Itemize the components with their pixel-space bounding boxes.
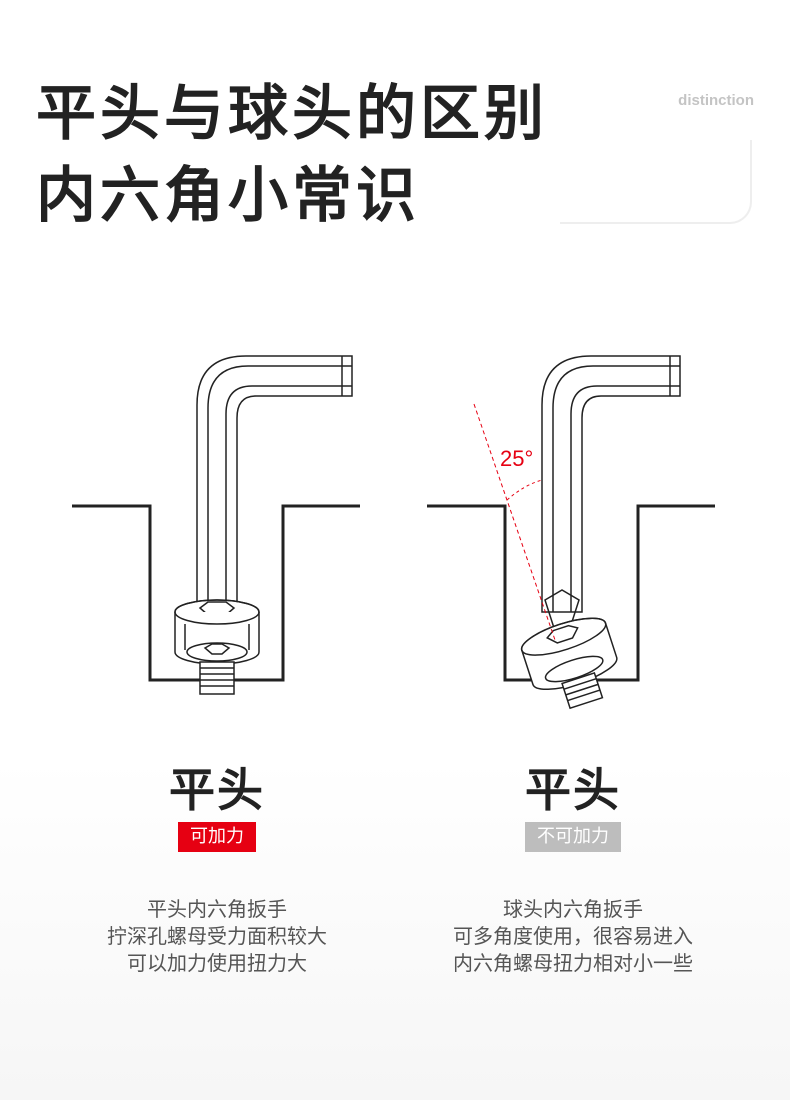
ball-head-illustration: 25° [427, 355, 715, 710]
flat-head-desc-line-1: 平头内六角扳手 [147, 897, 287, 921]
page-title-line-1: 平头与球头的区别 [36, 79, 548, 149]
ball-head-title: 平头 [525, 763, 621, 817]
hex-wrench-diagram: 25° [72, 355, 715, 710]
can-add-force-badge: 可加力 [178, 822, 256, 852]
left-wrench [196, 355, 353, 613]
angle-label: 25° [500, 446, 533, 471]
flat-head-description: 平头内六角扳手 拧深孔螺母受力面积较大 可以加力使用扭力大 [57, 896, 377, 977]
flat-head-desc-line-3: 可以加力使用扭力大 [127, 951, 307, 975]
cannot-add-force-badge: 不可加力 [525, 822, 621, 852]
flat-head-section: 平头 可加力 平头内六角扳手 拧深孔螺母受力面积较大 可以加力使用扭力大 [57, 762, 377, 977]
distinction-tag: distinction [678, 92, 754, 109]
ball-head-section: 平头 不可加力 球头内六角扳手 可多角度使用，很容易进入 内六角螺母扭力相对小一… [413, 762, 733, 977]
ball-head-desc-line-3: 内六角螺母扭力相对小一些 [453, 951, 693, 975]
ball-head-description: 球头内六角扳手 可多角度使用，很容易进入 内六角螺母扭力相对小一些 [413, 896, 733, 977]
flat-head-desc-line-2: 拧深孔螺母受力面积较大 [107, 924, 327, 948]
ball-head-desc-line-1: 球头内六角扳手 [503, 897, 643, 921]
right-wrench [541, 355, 681, 613]
flat-head-illustration [72, 355, 360, 695]
ball-head-desc-line-2: 可多角度使用，很容易进入 [453, 924, 693, 948]
flat-head-title: 平头 [169, 763, 265, 817]
angle-arc [506, 479, 543, 501]
page-title-line-2: 内六角小常识 [36, 161, 420, 231]
decorative-corner-frame [560, 140, 752, 224]
